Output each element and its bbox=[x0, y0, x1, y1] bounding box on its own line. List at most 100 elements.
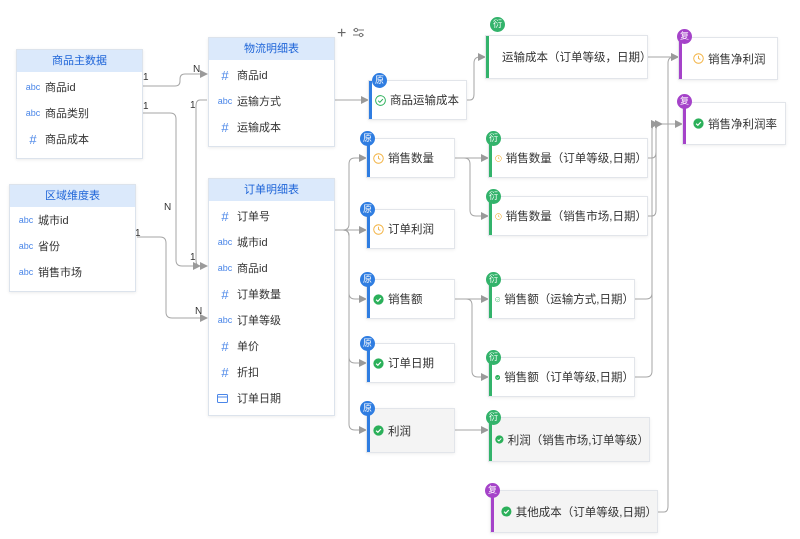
node-derived-ship-cost[interactable]: 衍 运输成本（订单等级，日期） bbox=[485, 17, 652, 79]
toolbar: + bbox=[337, 25, 365, 42]
table-title: 商品主数据 bbox=[17, 50, 142, 72]
check-circle-icon bbox=[373, 293, 384, 305]
clock-icon bbox=[693, 53, 704, 64]
edge-label: N bbox=[195, 306, 203, 317]
derived-badge: 衍 bbox=[486, 410, 501, 425]
text-type-icon: abc bbox=[18, 215, 34, 225]
source-badge: 原 bbox=[360, 272, 375, 287]
check-circle-icon bbox=[495, 374, 501, 380]
node-derived-amt-ship[interactable]: 衍 销售额（运输方式,日期） bbox=[486, 272, 635, 319]
edge-label: N bbox=[193, 64, 201, 75]
adjust-icon[interactable] bbox=[352, 27, 365, 41]
edge-other-net bbox=[658, 53, 679, 513]
calendar-icon bbox=[217, 393, 233, 403]
node-derived-qty-market[interactable]: 衍 销售数量（销售市场,日期） bbox=[486, 189, 648, 236]
node-order-date[interactable]: 原 订单日期 bbox=[360, 336, 455, 383]
check-circle-icon bbox=[373, 425, 384, 436]
edge-order-amt bbox=[335, 229, 367, 303]
compound-badge: 复 bbox=[677, 94, 692, 109]
table-row[interactable]: #商品id bbox=[209, 62, 334, 88]
table-row[interactable]: #订单号 bbox=[209, 203, 334, 229]
text-type-icon: abc bbox=[217, 315, 233, 325]
compound-badge: 复 bbox=[677, 29, 692, 44]
text-type-icon: abc bbox=[18, 241, 34, 251]
node-order-profit[interactable]: 原 订单利润 bbox=[360, 202, 455, 249]
source-badge: 原 bbox=[360, 336, 375, 351]
clock-icon bbox=[495, 154, 502, 162]
edge-order-profitnode bbox=[335, 229, 367, 434]
plus-icon[interactable]: + bbox=[337, 25, 347, 42]
number-type-icon: # bbox=[221, 364, 229, 380]
source-badge: 原 bbox=[360, 131, 375, 146]
node-compound-net-profit[interactable]: 复 销售净利润 bbox=[677, 29, 778, 80]
table-title: 物流明细表 bbox=[209, 38, 334, 60]
edge-label: N bbox=[164, 202, 172, 213]
check-circle-icon bbox=[501, 506, 512, 517]
derived-badge: 衍 bbox=[486, 131, 501, 146]
node-profit[interactable]: 原 利润 bbox=[360, 401, 455, 453]
source-badge: 原 bbox=[372, 73, 387, 88]
table-row[interactable]: #单价 bbox=[209, 333, 334, 359]
node-derived-profit[interactable]: 衍 利润（销售市场,订单等级） bbox=[486, 410, 650, 462]
edge-qty-dqtymarket bbox=[455, 157, 489, 220]
table-row[interactable]: 订单日期 bbox=[209, 385, 334, 411]
node-compound-other-cost[interactable]: 复 其他成本（订单等级,日期） bbox=[485, 483, 658, 533]
check-outline-icon bbox=[495, 296, 501, 302]
table-row[interactable]: #折扣 bbox=[209, 359, 334, 385]
edge-label: 1 bbox=[190, 100, 196, 111]
text-type-icon: abc bbox=[25, 108, 41, 118]
node-derived-amt-level[interactable]: 衍 销售额（订单等级,日期） bbox=[486, 350, 635, 397]
derived-badge: 衍 bbox=[486, 189, 501, 204]
table-row[interactable]: #运输成本 bbox=[209, 114, 334, 140]
text-type-icon: abc bbox=[18, 267, 34, 277]
number-type-icon: # bbox=[221, 286, 229, 302]
compound-badge: 复 bbox=[485, 483, 500, 498]
source-badge: 原 bbox=[360, 202, 375, 217]
check-circle-icon bbox=[693, 118, 704, 129]
edge-label: 1 bbox=[135, 228, 141, 239]
edge-order-qty bbox=[335, 154, 367, 231]
number-type-icon: # bbox=[29, 131, 37, 147]
node-derived-qty-level[interactable]: 衍 销售数量（订单等级,日期） bbox=[486, 131, 648, 178]
number-type-icon: # bbox=[221, 208, 229, 224]
derived-badge: 衍 bbox=[490, 17, 505, 32]
table-title: 订单明细表 bbox=[209, 179, 334, 201]
number-type-icon: # bbox=[221, 119, 229, 135]
check-circle-icon bbox=[373, 357, 384, 369]
node-compound-net-rate[interactable]: 复 销售净利润率 bbox=[677, 94, 786, 145]
edge-label: 1 bbox=[143, 72, 149, 83]
edge-product-order bbox=[143, 112, 208, 270]
edge-dqtylevel-rate bbox=[648, 120, 683, 159]
edge-shipcost-dshipcost bbox=[467, 53, 486, 101]
edge-product-logistics bbox=[143, 70, 208, 87]
number-type-icon: # bbox=[221, 338, 229, 354]
check-circle-icon bbox=[495, 435, 504, 444]
node-sales-amt[interactable]: 原 销售额 bbox=[360, 272, 455, 319]
edge-logistics-order bbox=[192, 99, 207, 270]
text-type-icon: abc bbox=[217, 263, 233, 273]
node-sales-qty[interactable]: 原 销售数量 bbox=[360, 131, 455, 178]
node-ship-cost[interactable]: 原 商品运输成本 bbox=[368, 73, 467, 120]
table-title: 区域维度表 bbox=[10, 185, 135, 207]
table-row[interactable]: #订单数量 bbox=[209, 281, 334, 307]
check-outline-icon bbox=[375, 94, 386, 106]
table-row[interactable]: #商品成本 bbox=[17, 126, 142, 152]
derived-badge: 衍 bbox=[486, 350, 501, 365]
edge-label: 1 bbox=[190, 252, 196, 263]
derived-badge: 衍 bbox=[486, 272, 501, 287]
text-type-icon: abc bbox=[217, 237, 233, 247]
